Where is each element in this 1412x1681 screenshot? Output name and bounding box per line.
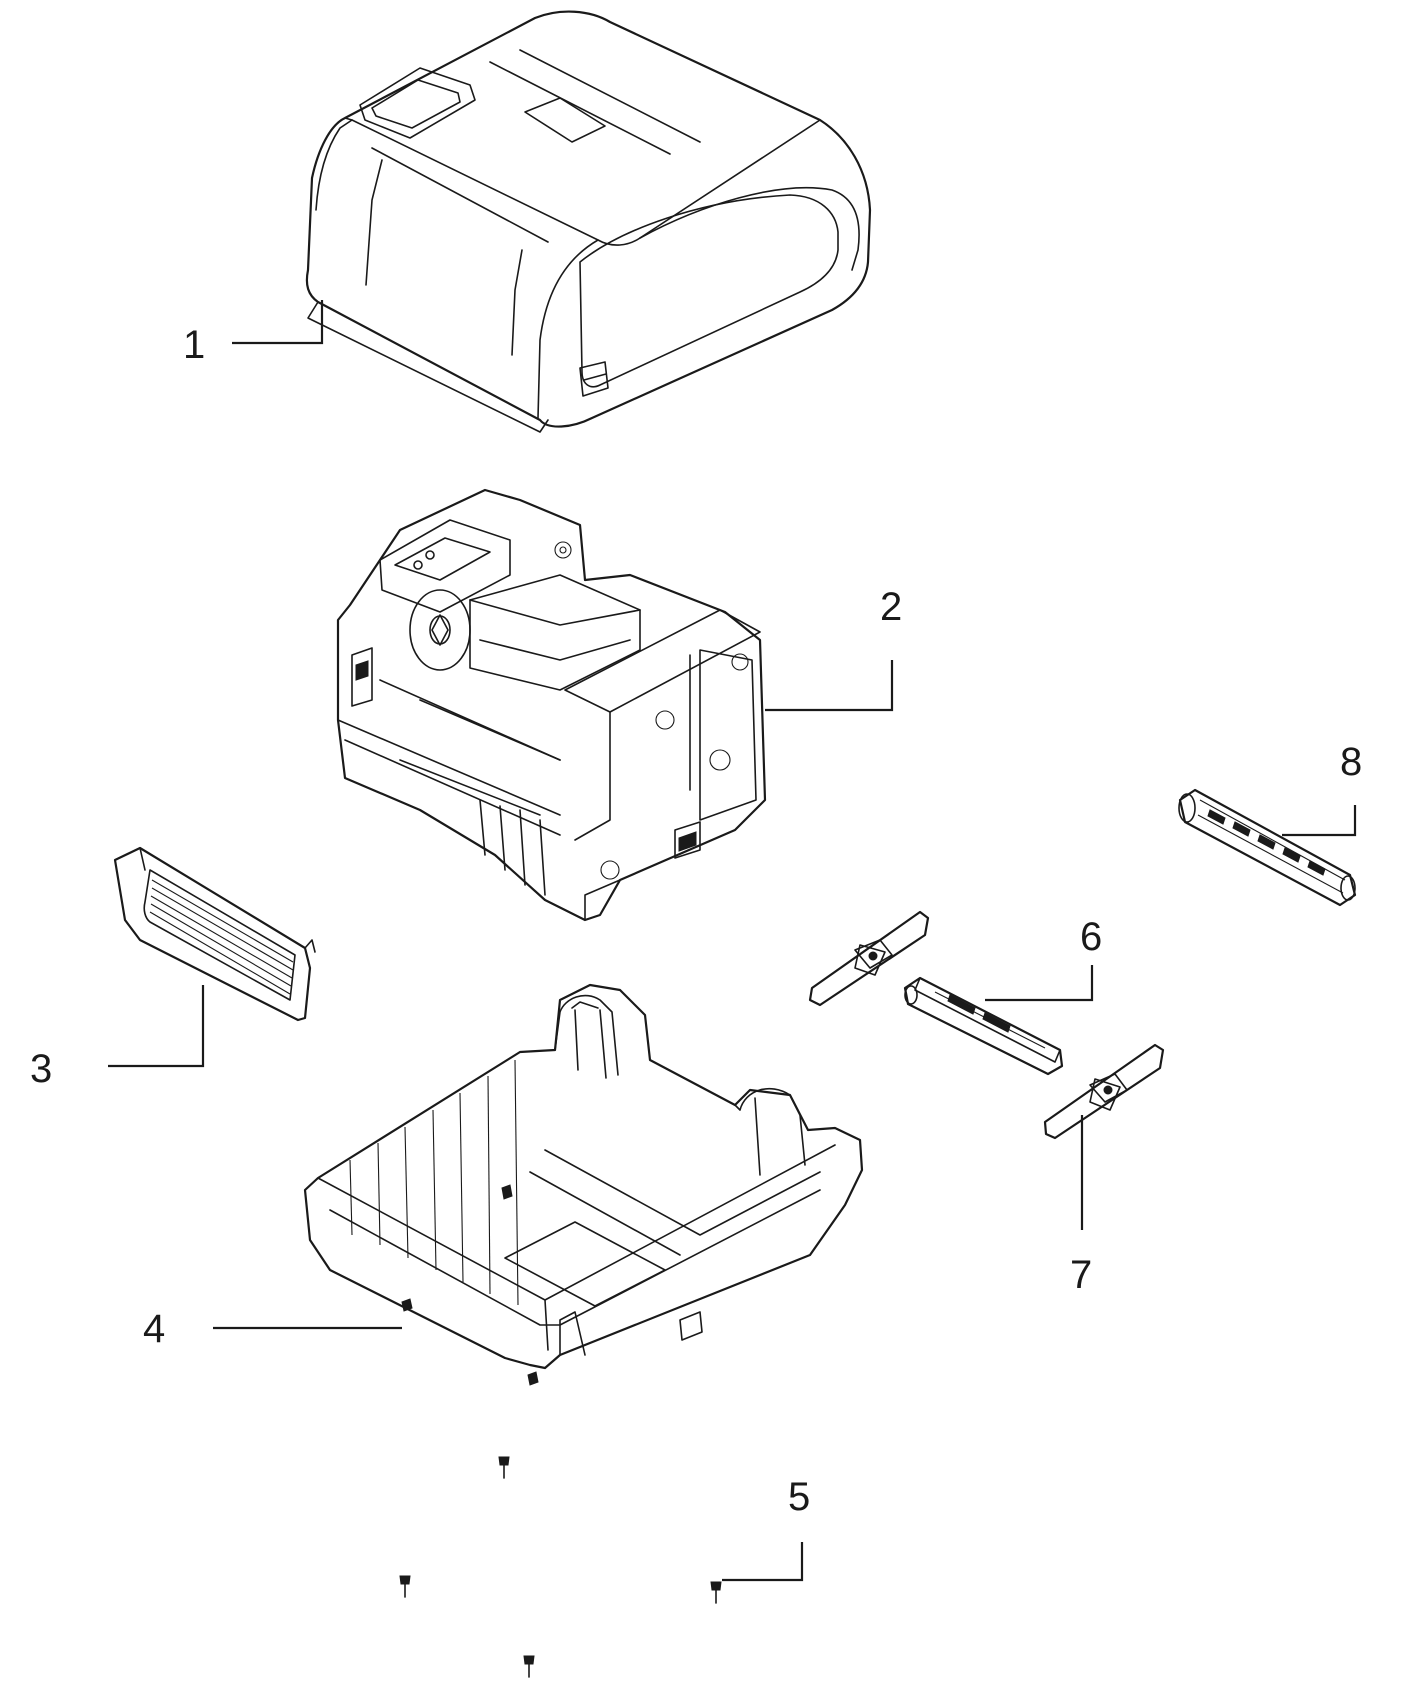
leader-line-8 <box>1282 805 1357 837</box>
bottom-base <box>303 983 864 1386</box>
screw <box>498 1456 510 1479</box>
take-up-spindle <box>1178 788 1357 907</box>
callout-5: 5 <box>788 1475 810 1519</box>
leader-line-1 <box>232 300 324 345</box>
callout-7: 7 <box>1070 1253 1092 1297</box>
callout-4: 4 <box>143 1307 165 1351</box>
spindle-flange <box>1043 1043 1165 1140</box>
callout-2: 2 <box>880 585 902 629</box>
callout-8: 8 <box>1340 740 1362 784</box>
screw <box>710 1581 722 1604</box>
leader-line-5 <box>722 1542 804 1582</box>
print-mechanism <box>336 488 767 922</box>
callout-1: 1 <box>183 323 205 367</box>
callout-6: 6 <box>1080 915 1102 959</box>
leader-line-6 <box>985 965 1094 1002</box>
screw <box>523 1655 535 1678</box>
supply-shaft <box>903 976 1064 1076</box>
spindle-flange <box>808 910 930 1007</box>
leader-line-3 <box>108 985 205 1068</box>
front-panel <box>113 846 316 1022</box>
screws <box>399 1456 722 1678</box>
screw <box>399 1575 411 1598</box>
top-cover <box>305 10 872 433</box>
leader-line-2 <box>765 660 894 712</box>
callout-3: 3 <box>30 1047 52 1091</box>
